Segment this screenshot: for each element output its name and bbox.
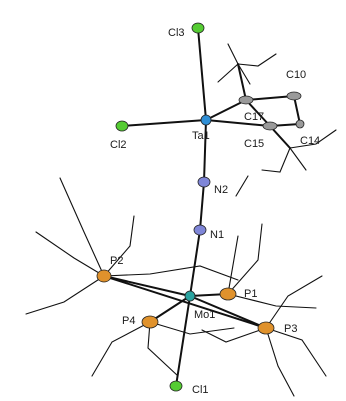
atom-labels: Cl3 Ta1 Cl2 C10 C17 C14 C15 N2 N1 P2 P1 …: [110, 27, 320, 396]
mo1-label: Mo1: [194, 309, 215, 321]
cl2-label: Cl2: [110, 139, 127, 151]
ta-n2-bond: [203, 119, 207, 183]
p4-label: P4: [122, 315, 135, 327]
phosphine-alkyl-wire: [149, 321, 235, 335]
c14-label: C14: [300, 135, 320, 147]
mo-p4-bond: [149, 295, 191, 323]
alkyl-wireframe: [25, 43, 337, 397]
bonds: [103, 27, 271, 387]
mo-p2-bond: [103, 275, 191, 297]
phosphine-alkyl-wire: [227, 223, 263, 295]
c10-atom: [286, 91, 302, 101]
cp-substituent-wire: [235, 175, 249, 197]
cp-substituent-wire: [217, 63, 239, 83]
ta-cl2-bond: [121, 119, 207, 127]
n1-mo-bond: [189, 229, 201, 297]
ta-cl3-bond: [197, 27, 207, 121]
phosphine-alkyl-wire: [91, 321, 151, 377]
n2-label: N2: [214, 184, 228, 196]
cp-substituent-wire: [289, 129, 337, 149]
cl1-atom: [169, 380, 183, 392]
ta-cp-bond: [205, 99, 247, 121]
phosphine-alkyl-wire: [265, 327, 327, 377]
cp-substituent-wire: [237, 53, 277, 67]
c14-atom: [295, 119, 305, 129]
mo-p3-bond: [189, 295, 267, 329]
c10-label: C10: [286, 69, 306, 81]
n2-atom: [197, 176, 211, 188]
cl3-atom: [191, 22, 205, 34]
p4-atom: [141, 315, 159, 329]
ring-bond: [245, 99, 271, 127]
phosphine-alkyl-wire: [201, 327, 267, 343]
cp-ring: [237, 63, 301, 149]
phosphine-alkyl-wire: [147, 321, 179, 377]
cp-substituent-wire: [227, 43, 239, 65]
n1-label: N1: [210, 229, 224, 241]
phosphine-alkyl-wire: [227, 235, 239, 295]
phosphine-alkyl-wire: [25, 275, 105, 315]
c17-atom: [238, 95, 254, 105]
mo-cl1-bond: [175, 295, 191, 387]
p2-atom: [96, 269, 112, 283]
phosphine-alkyl-wire: [103, 265, 239, 281]
ta1-atom: [200, 114, 212, 126]
cp-substituent-wire: [237, 63, 251, 85]
ring-bond: [237, 63, 247, 101]
ring-bond: [245, 95, 295, 101]
ta1-label: Ta1: [192, 130, 210, 142]
atoms: [96, 22, 305, 392]
p2-p3-backbone: [103, 275, 267, 329]
c15-atom: [262, 121, 278, 131]
ta-cp-bond: [205, 119, 271, 127]
p3-label: P3: [284, 323, 297, 335]
p2-label: P2: [110, 255, 123, 267]
cl2-atom: [115, 120, 129, 132]
n2-n1-bond: [199, 181, 205, 231]
phosphine-alkyl-wire: [265, 275, 323, 329]
c15-label: C15: [244, 138, 264, 150]
cl3-label: Cl3: [168, 27, 185, 39]
phosphine-alkyl-wire: [265, 327, 295, 397]
c17-label: C17: [244, 111, 264, 123]
p1-atom: [219, 287, 237, 301]
phosphine-alkyl-wire: [59, 177, 105, 277]
mo1-atom: [184, 290, 196, 302]
phosphine-alkyl-wire: [35, 231, 105, 277]
phosphine-alkyl-wire: [103, 215, 135, 277]
cp-substituent-wire: [261, 147, 291, 173]
phosphine-alkyl-wire: [227, 293, 317, 309]
p3-atom: [257, 321, 275, 335]
cp-substituent-wire: [289, 147, 307, 171]
ring-bond: [293, 95, 301, 125]
cl1-label: Cl1: [192, 384, 209, 396]
n1-atom: [193, 224, 207, 236]
p1-label: P1: [244, 288, 257, 300]
